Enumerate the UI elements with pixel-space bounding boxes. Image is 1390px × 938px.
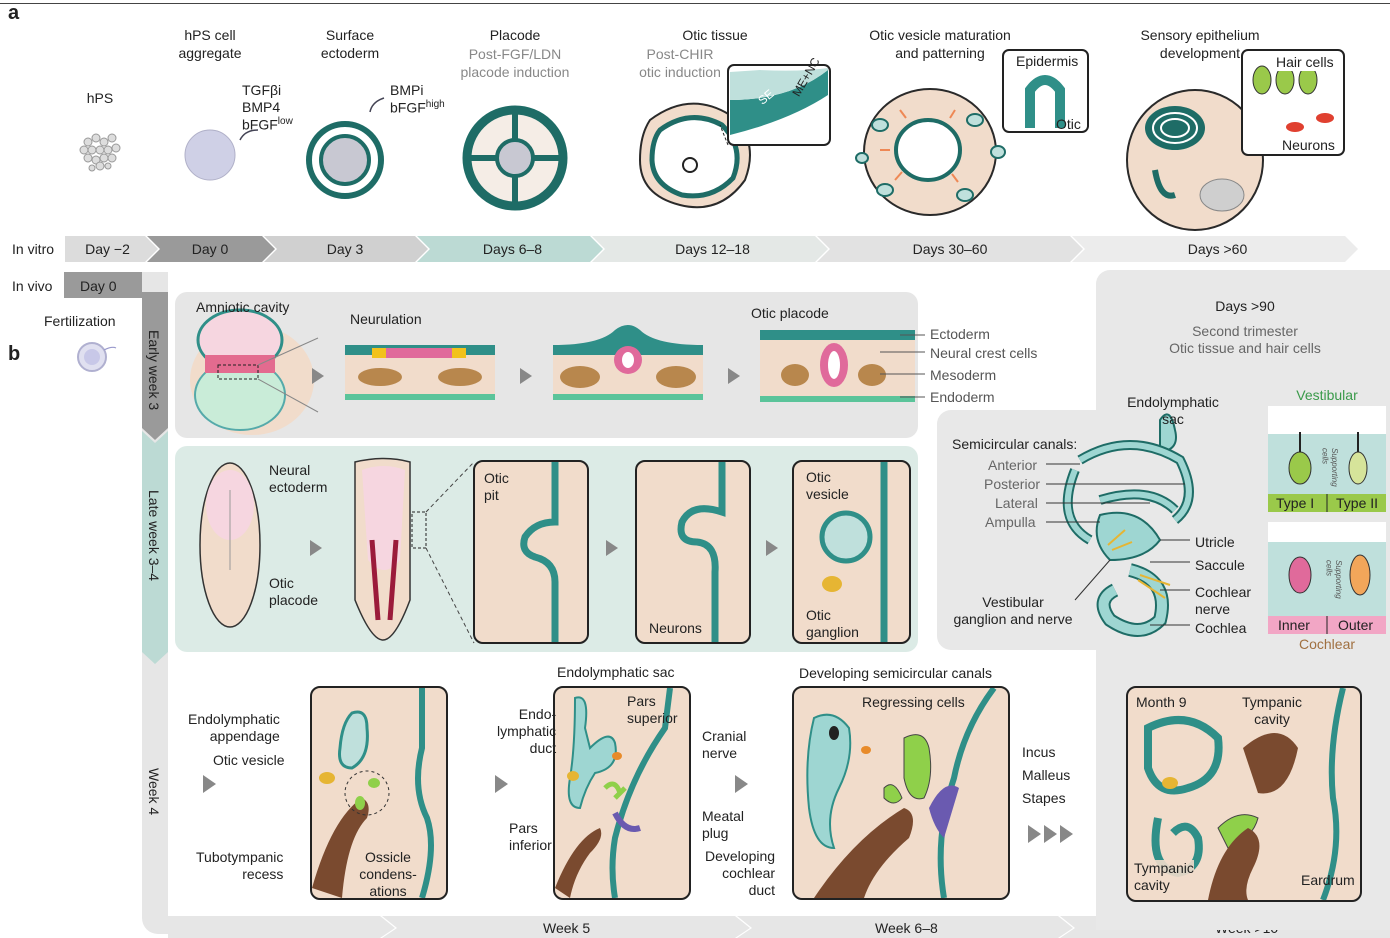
supporting-cells-vestibular: Supporting cells (1320, 448, 1339, 487)
inner-label: Inner (1278, 617, 1310, 634)
type2-label: Type II (1336, 495, 1378, 512)
saccule-label: Saccule (1195, 557, 1245, 574)
outer-label: Outer (1338, 617, 1373, 634)
vestibular-title: Vestibular (1268, 387, 1386, 404)
endo-sac-label-right: Endolymphatic sac (1123, 394, 1223, 428)
canal-anterior: Anterior (988, 457, 1037, 474)
cochlear-title: Cochlear (1268, 636, 1386, 653)
supporting-cells-cochlear: Supporting cells (1324, 560, 1343, 599)
canal-posterior: Posterior (984, 476, 1040, 493)
vestibular-ganglion-label: Vestibular ganglion and nerve (948, 594, 1078, 628)
canal-lateral: Lateral (995, 495, 1038, 512)
canals-title: Semicircular canals: (952, 436, 1077, 453)
type1-label: Type I (1276, 495, 1314, 512)
canal-ampulla: Ampulla (985, 514, 1036, 531)
cochlear-nerve-label: Cochlear nerve (1195, 584, 1251, 618)
cochlea-label: Cochlea (1195, 620, 1246, 637)
utricle-label: Utricle (1195, 534, 1235, 551)
